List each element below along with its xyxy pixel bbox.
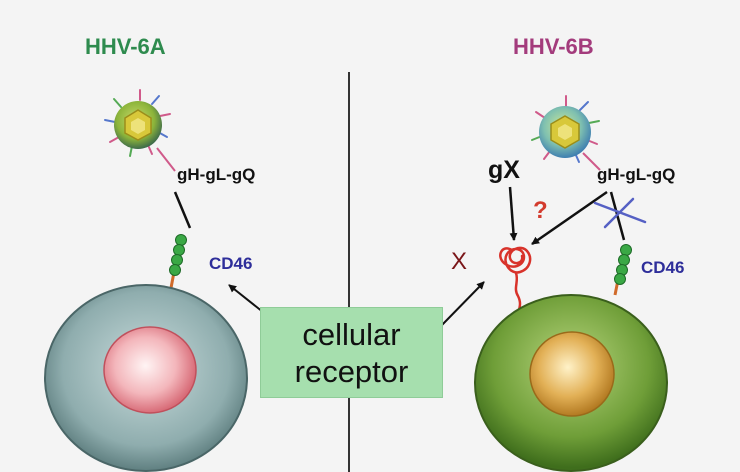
label-cd46-b: CD46 <box>641 258 685 277</box>
cellular-receptor-box: cellular receptor <box>260 307 443 398</box>
arrow-to-red-receptor <box>440 281 485 327</box>
label-cd46-a: CD46 <box>209 254 253 273</box>
block-cross-icon <box>593 197 647 229</box>
cd46-receptor-icon <box>169 234 187 289</box>
gx-arrow <box>508 186 518 241</box>
question-mark: ? <box>533 197 548 224</box>
title-hhv6a: HHV-6A <box>85 34 166 59</box>
receptor-box-line-2: receptor <box>294 353 409 389</box>
label-unknown-x: X <box>451 248 468 275</box>
label-gh-gl-gq-b: gH-gL-gQ <box>597 165 676 184</box>
receptor-box-line-1: cellular <box>302 316 401 352</box>
label-gh-gl-gq-a: gH-gL-gQ <box>177 165 256 184</box>
cd46-receptor-icon <box>613 244 632 296</box>
gh-tether-a <box>156 147 176 172</box>
gh-tether-b <box>582 152 601 171</box>
title-hhv6b: HHV-6B <box>513 34 594 59</box>
cell-icon <box>474 294 668 472</box>
virus-icon <box>104 89 171 157</box>
gh-link-line-a <box>173 191 192 229</box>
virus-icon <box>531 95 600 163</box>
label-gx: gX <box>488 156 520 184</box>
tangled-receptor-icon <box>499 246 532 312</box>
cell-icon <box>44 284 248 472</box>
gh-arrow-b <box>531 190 608 246</box>
